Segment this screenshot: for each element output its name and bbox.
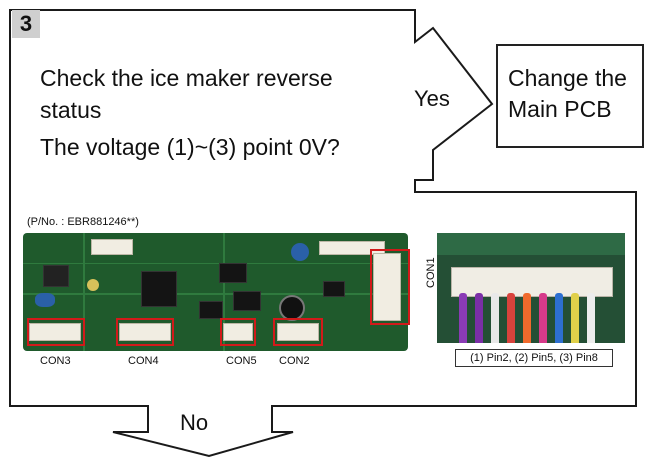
con4-highlight (116, 318, 174, 346)
step-number-badge: 3 (12, 10, 40, 38)
question-line-3: The voltage (1)~(3) point 0V? (40, 133, 340, 161)
con3-highlight (27, 318, 85, 346)
result-box: Change the Main PCB (496, 44, 644, 148)
yes-branch-label: Yes (414, 86, 450, 112)
con4-label: CON4 (128, 355, 159, 367)
con2-highlight (273, 318, 323, 346)
no-branch-label: No (180, 410, 208, 436)
con1-closeup-photo (437, 233, 625, 343)
con5-label: CON5 (226, 355, 257, 367)
part-number-label: (P/No. : EBR881246**) (27, 216, 139, 228)
con5-highlight (220, 318, 256, 346)
pin-note: (1) Pin2, (2) Pin5, (3) Pin8 (455, 349, 613, 367)
con1-label: CON1 (425, 257, 437, 288)
result-line-2: Main PCB (508, 94, 642, 125)
question-line-1: Check the ice maker reverse (40, 64, 333, 92)
con3-label: CON3 (40, 355, 71, 367)
question-line-2: status (40, 96, 101, 124)
con1-highlight (370, 249, 410, 325)
result-line-1: Change the (508, 63, 642, 94)
con2-label: CON2 (279, 355, 310, 367)
